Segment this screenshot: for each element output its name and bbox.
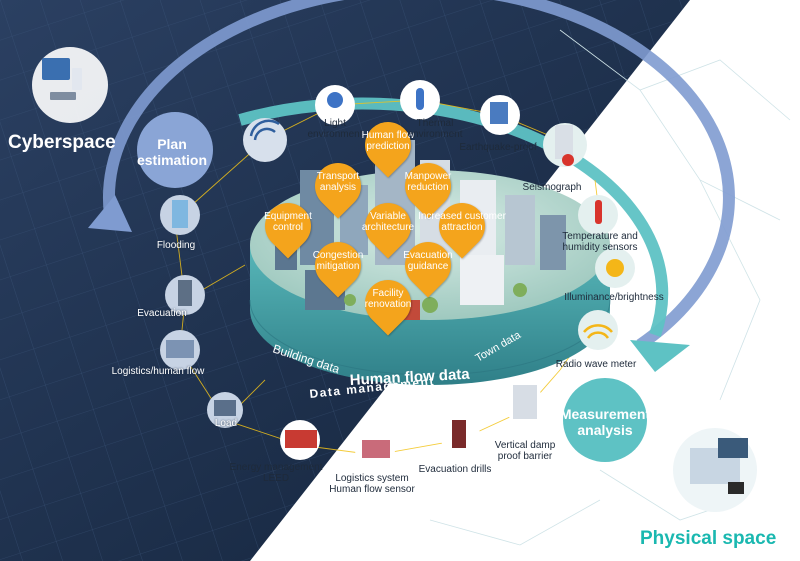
logistics-truck-icon	[166, 340, 194, 358]
computer-icon	[42, 58, 82, 100]
label-logistics-human-flow: Logistics/human flow	[111, 366, 205, 377]
loop-arrowhead-teal	[630, 340, 690, 372]
wifi-icon	[249, 119, 280, 141]
label-evacuation-drills: Evacuation drills	[418, 464, 492, 475]
pin-equipment-control: Equipment control	[255, 193, 321, 259]
flooding-icon	[172, 200, 188, 228]
pin-label: Facility renovation	[364, 288, 412, 310]
pin-label: Human flow prediction	[361, 130, 415, 152]
thermometer-icon	[416, 88, 424, 110]
pin-increased-customer-attraction: Increased customer attraction	[418, 193, 506, 259]
pin-transport-analysis: Transport analysis	[305, 153, 371, 219]
thermometer-sensor-icon	[595, 200, 602, 224]
pin-label: Transport analysis	[316, 171, 360, 193]
energy-solar-icon	[285, 430, 317, 448]
pin-label: Increased customer attraction	[418, 211, 506, 233]
pin-variable-architecture: Variable architecture	[355, 193, 421, 259]
illuminance-bulb-icon	[606, 259, 624, 277]
measurement-analysis-circle	[563, 378, 647, 462]
pin-label: Congestion mitigation	[312, 250, 364, 272]
label-temperature-humidity-sensors: Temperature and humidity sensors	[562, 231, 638, 253]
lightbulb-icon	[327, 92, 343, 108]
loop-arrow-blue	[102, 0, 735, 350]
label-flooding: Flooding	[156, 240, 196, 251]
pin-congestion-mitigation: Congestion mitigation	[305, 232, 371, 298]
label-energy-management-leed: Energy management LEED	[229, 462, 323, 484]
measurement-analysis-label: Measurement analysis	[559, 406, 651, 438]
physical-space-title: Physical space	[640, 528, 777, 549]
label-earthquake-proof: Earthquake-proof	[459, 142, 537, 153]
pin-evacuation-guidance: Evacuation guidance	[395, 232, 461, 298]
pin-human-flow-prediction: Human flow prediction	[355, 112, 421, 178]
label-thermal-environment: Thermal environment	[407, 118, 463, 140]
radio-wave-icon	[583, 324, 613, 339]
label-illuminance-brightness: Illuminance/brightness	[564, 292, 664, 303]
logistics-van-icon	[362, 440, 390, 458]
label-evacuation: Evacuation	[137, 308, 187, 319]
pin-facility-renovation: Facility renovation	[355, 270, 421, 336]
pin-label: Evacuation guidance	[403, 250, 453, 272]
label-radio-wave-meter: Radio wave meter	[555, 359, 637, 370]
load-cart-icon	[214, 400, 236, 416]
plan-estimation-circle	[137, 112, 213, 188]
label-load: Load	[214, 418, 238, 429]
label-seismograph: Seismograph	[522, 182, 582, 193]
ring-label-human-flow-data: Human flow data	[349, 366, 470, 389]
pin-manpower-reduction: Manpower reduction	[395, 153, 461, 219]
evacuation-icon	[178, 280, 192, 306]
label-vertical-damp-proof-barrier: Vertical damp proof barrier	[494, 440, 556, 462]
pin-label: Variable architecture	[361, 211, 415, 233]
damp-proof-building-icon	[513, 385, 537, 419]
pin-label: Manpower reduction	[404, 171, 452, 193]
earthquake-building-icon	[490, 102, 508, 124]
label-logistics-system-human-flow-sensor: Logistics system Human flow sensor	[329, 473, 415, 495]
plan-estimation-label: Plan estimation	[136, 136, 207, 168]
label-light-environment: Light environment	[307, 118, 363, 140]
cyberspace-title: Cyberspace	[8, 132, 116, 153]
evacuation-door-icon	[452, 420, 466, 448]
physical-device-icon	[690, 438, 748, 494]
pin-label: Equipment control	[264, 211, 312, 233]
seismograph-building-icon	[555, 125, 573, 159]
loop-arrowhead-blue	[88, 195, 132, 232]
seismograph-signal-icon	[562, 154, 574, 166]
